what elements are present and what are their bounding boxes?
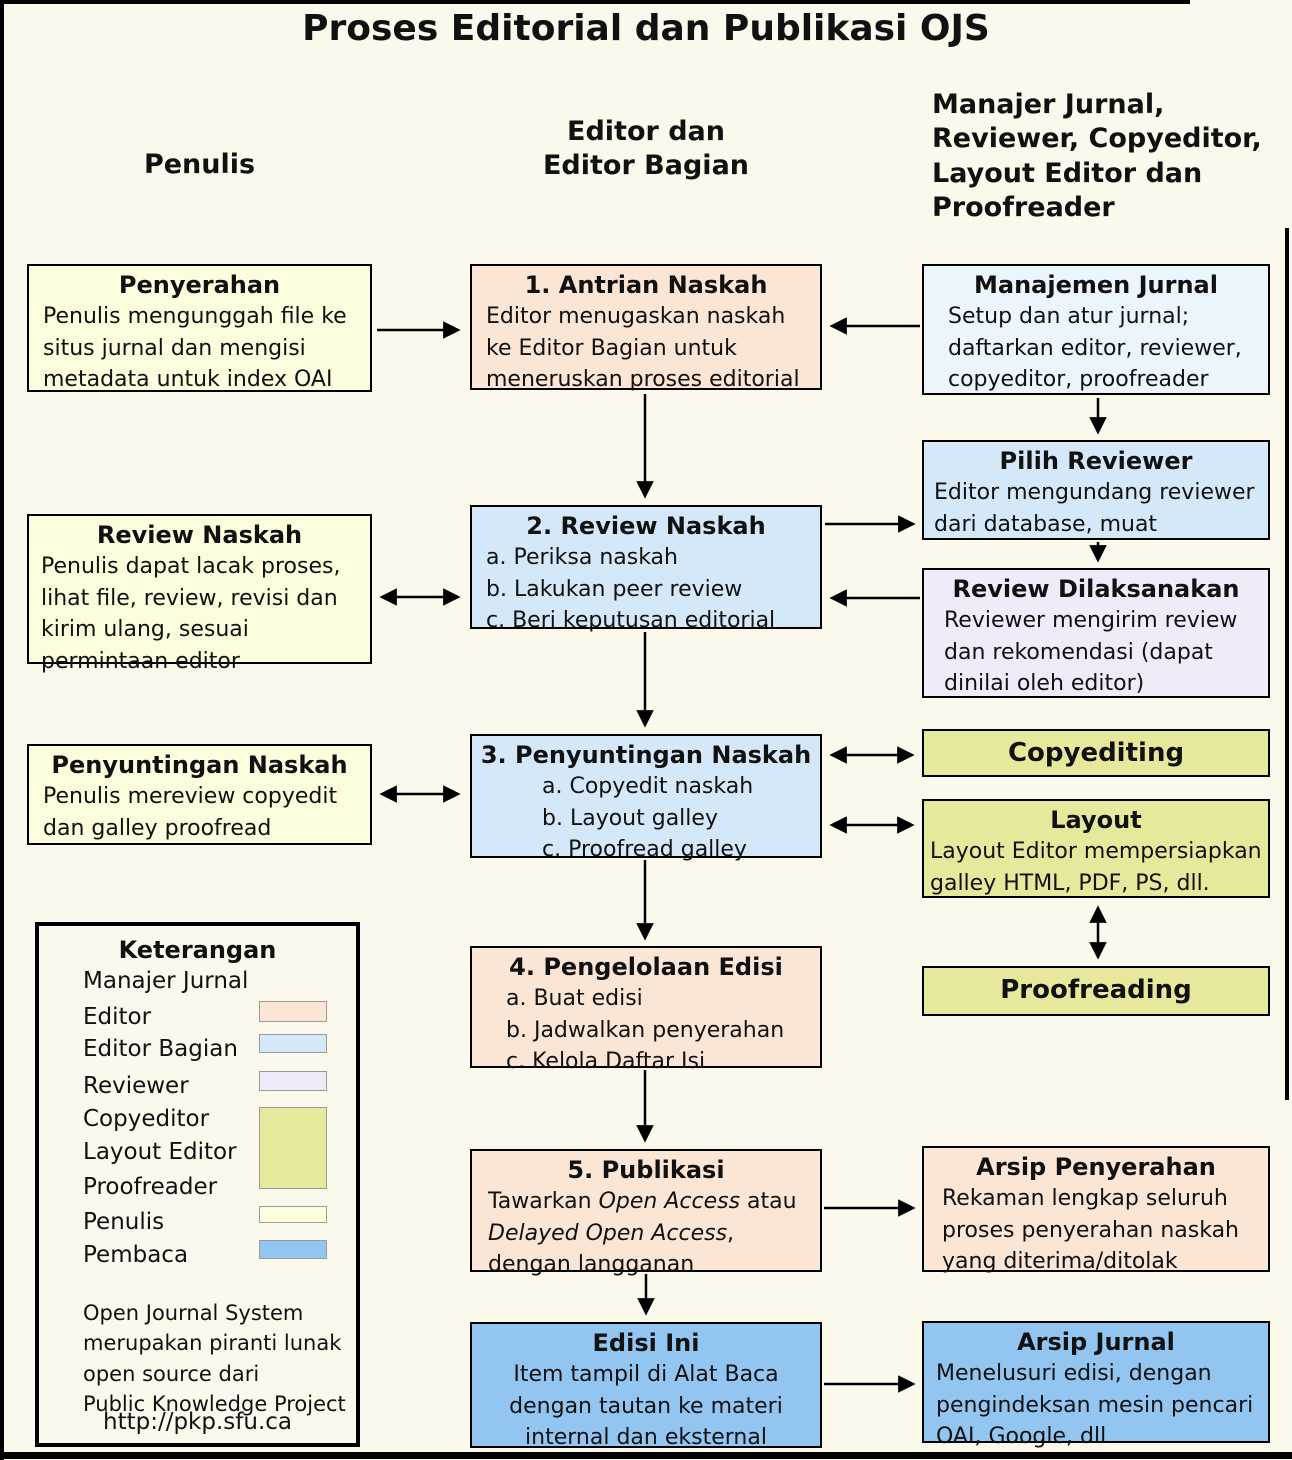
box-review-dilaksanakan: Review Dilaksanakan Reviewer mengirim re… [922, 568, 1270, 698]
frame-bottom [0, 1452, 1292, 1459]
box-body: Menelusuri edisi, dengan pengindeksan me… [936, 1361, 1254, 1450]
box-layout: Layout Layout Editor mempersiapkan galle… [922, 799, 1270, 898]
box-antrian-naskah: 1. Antrian Naskah Editor menugaskan nask… [470, 264, 822, 392]
box-title: Proofreading [1000, 975, 1192, 1005]
box-list-item: c. Kelola Daftar Isi [506, 1049, 706, 1075]
box-title: 4. Pengelolaan Edisi [509, 953, 783, 981]
legend-swatch-editor-bagian [259, 1034, 327, 1053]
box-arsip-penyerahan: Arsip Penyerahan Rekaman lengkap seluruh… [922, 1146, 1270, 1274]
box-title: Copyediting [1007, 738, 1185, 768]
legend-label-editor-bagian: Editor Bagian [83, 1036, 238, 1062]
box-body: Penulis mengunggah file ke situs jurnal … [43, 304, 347, 393]
legend-swatch-copyeditor-layout-proofreader [259, 1107, 327, 1189]
legend-label-proofreader: Proofreader [83, 1174, 218, 1200]
box-body: Reviewer mengirim review dan rekomendasi… [944, 608, 1238, 697]
box-list-item: a. Copyedit naskah [542, 774, 754, 800]
column-header-editor: Editor dan Editor Bagian [542, 116, 750, 182]
box-proofreading: Proofreading [922, 966, 1270, 1016]
box-list-item: b. Jadwalkan penyerahan [506, 1017, 785, 1043]
box-list-item: a. Periksa naskah [486, 545, 678, 571]
box-body: Item tampil di Alat Baca dengan tautan k… [509, 1362, 783, 1451]
box-body: Editor menugaskan naskah ke Editor Bagia… [486, 304, 800, 393]
box-manajemen-jurnal: Manajemen Jurnal Setup dan atur jurnal; … [922, 264, 1270, 395]
box-review-naskah: 2. Review Naskah a. Periksa naskah b. La… [470, 505, 822, 633]
body-part: atau [747, 1189, 797, 1215]
column-header-manajer: Manajer Jurnal, Reviewer, Copyeditor, La… [932, 89, 1262, 223]
box-title: 1. Antrian Naskah [524, 271, 768, 299]
box-title: Edisi Ini [592, 1329, 700, 1357]
legend-note: Open Journal System merupakan piranti lu… [83, 1301, 346, 1417]
box-title: Review Dilaksanakan [952, 575, 1240, 603]
box-publikasi: 5. Publikasi Tawarkan Open Access atau D… [470, 1149, 822, 1277]
box-title: Arsip Penyerahan [976, 1153, 1216, 1181]
box-body: Penulis mereview copyedit dan galley pro… [43, 784, 338, 841]
body-part: Tawarkan [488, 1189, 599, 1215]
box-pilih-reviewer: Pilih Reviewer Editor mengundang reviewe… [922, 440, 1270, 540]
page-title: Proses Editorial dan Publikasi OJS [302, 8, 990, 49]
box-body: Rekaman lengkap seluruh proses penyeraha… [942, 1186, 1239, 1275]
box-body: Penulis dapat lacak proses, lihat file, … [41, 554, 341, 674]
box-title: 2. Review Naskah [526, 512, 766, 540]
box-list-item: b. Layout galley [542, 805, 718, 831]
legend-swatch-pembaca [259, 1240, 327, 1259]
box-list-item: c. Proofread galley [542, 837, 747, 863]
box-title: Manajemen Jurnal [974, 271, 1218, 299]
box-list-item: a. Buat edisi [506, 986, 643, 1012]
box-penyuntingan-naskah: 3. Penyuntingan Naskah a. Copyedit naska… [470, 734, 822, 862]
legend-swatch-penulis [259, 1206, 327, 1223]
legend-label-reviewer: Reviewer [83, 1073, 189, 1099]
box-title: 3. Penyuntingan Naskah [480, 741, 812, 769]
legend-label-pembaca: Pembaca [83, 1242, 189, 1268]
legend-label-layout-editor: Layout Editor [83, 1139, 237, 1165]
box-review-naskah-penulis: Review Naskah Penulis dapat lacak proses… [27, 514, 372, 674]
box-title: Penyuntingan Naskah [51, 751, 348, 779]
frame-left [0, 0, 4, 1460]
frame-right-partial [1285, 228, 1289, 1100]
box-title: Pilih Reviewer [999, 447, 1193, 475]
legend-title: Keterangan [118, 936, 277, 964]
box-title: 5. Publikasi [567, 1156, 725, 1184]
box-body: Tawarkan Open Access atau Delayed Open A… [472, 1186, 820, 1280]
box-body: Setup dan atur jurnal; daftarkan editor,… [948, 304, 1242, 393]
box-title: Penyerahan [118, 271, 281, 299]
legend-label-penulis: Penulis [83, 1209, 165, 1235]
legend-swatch-editor [259, 1001, 327, 1022]
box-title: Review Naskah [96, 521, 303, 549]
column-header-penulis: Penulis [143, 149, 256, 180]
box-penyuntingan-naskah-penulis: Penyuntingan Naskah Penulis mereview cop… [27, 744, 372, 845]
legend-label-editor: Editor [83, 1004, 152, 1030]
body-part-italic: Open Access [598, 1189, 741, 1215]
box-pengelolaan-edisi: 4. Pengelolaan Edisi a. Buat edisi b. Ja… [470, 946, 822, 1074]
legend-swatch-reviewer [259, 1071, 327, 1091]
legend-label-manajer-jurnal: Manajer Jurnal [83, 968, 249, 994]
frame-top [0, 0, 1190, 4]
box-list-item: c. Beri keputusan editorial [486, 608, 776, 634]
body-part-italic: Delayed Open Access [488, 1220, 728, 1246]
box-title: Arsip Jurnal [1017, 1328, 1175, 1356]
box-body: Layout Editor mempersiapkan galley HTML,… [930, 839, 1262, 896]
legend-url: http://pkp.sfu.ca [103, 1409, 292, 1435]
legend: Keterangan Manajer Jurnal Editor Editor … [35, 922, 360, 1447]
legend-label-copyeditor: Copyeditor [83, 1106, 210, 1132]
body-part: , dengan langganan [488, 1220, 735, 1278]
box-body: Editor mengundang reviewer dari database… [934, 480, 1255, 537]
box-arsip-jurnal: Arsip Jurnal Menelusuri edisi, dengan pe… [922, 1321, 1270, 1449]
box-copyediting: Copyediting [922, 729, 1270, 777]
box-title: Layout [1050, 806, 1142, 834]
box-penyerahan: Penyerahan Penulis mengunggah file ke si… [27, 264, 372, 392]
box-list-item: b. Lakukan peer review [486, 576, 743, 602]
box-edisi-ini: Edisi Ini Item tampil di Alat Baca denga… [470, 1322, 822, 1450]
